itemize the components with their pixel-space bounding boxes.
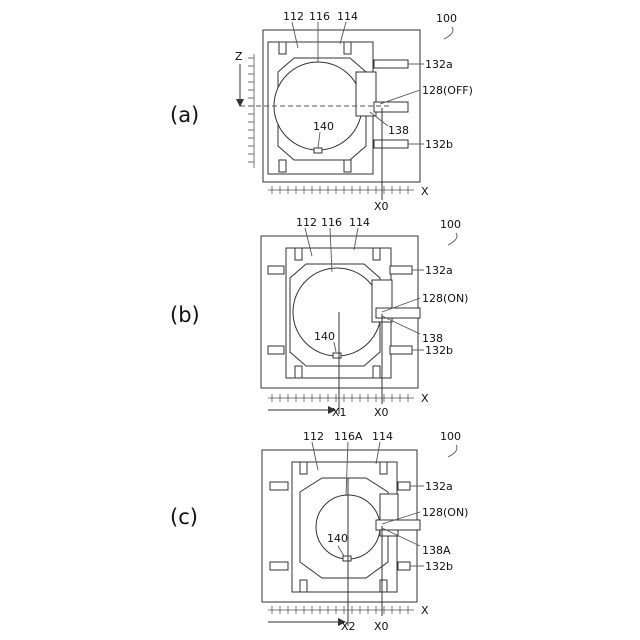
label-112-a: 112 [283, 10, 304, 23]
stop-132b-c [398, 562, 410, 570]
stop-132b-b [390, 346, 412, 354]
label-140-a: 140 [313, 120, 334, 133]
stop-132a-a [374, 60, 408, 68]
label-138-a: 138 [388, 124, 409, 137]
marker-x2-c: X2 [341, 620, 356, 633]
axis-x-label-c: X [421, 604, 429, 617]
notch-140-c [343, 556, 351, 561]
label-116A-c: 116A [334, 430, 363, 443]
notch-140-b [333, 353, 341, 358]
panel-b: (b) X X1 X0 [170, 216, 468, 419]
panel-label-a: (a) [170, 103, 199, 127]
label-132b-a: 132b [425, 138, 453, 151]
z-ticks-a [248, 58, 254, 162]
marker-x1-b: X1 [332, 406, 347, 419]
label-114-c: 114 [372, 430, 393, 443]
stop-132a-b [390, 266, 412, 274]
label-100-c: 100 [440, 430, 461, 443]
panel-a: (a) Z [170, 10, 473, 213]
label-114-b: 114 [349, 216, 370, 229]
axis-x-label-a: X [421, 185, 429, 198]
label-114-a: 114 [337, 10, 358, 23]
label-112-c: 112 [303, 430, 324, 443]
stop-132b-a [374, 140, 408, 148]
sensor-128-a [374, 102, 408, 112]
marker-x0-a: X0 [374, 200, 389, 213]
sensor-block-a [356, 72, 376, 116]
label-132a-c: 132a [425, 480, 453, 493]
label-116-b: 116 [321, 216, 342, 229]
label-132b-b: 132b [425, 344, 453, 357]
label-138A-c: 138A [422, 544, 451, 557]
label-112-b: 112 [296, 216, 317, 229]
label-116-a: 116 [309, 10, 330, 23]
label-128-c: 128(ON) [422, 506, 468, 519]
label-132b-c: 132b [425, 560, 453, 573]
label-100-b: 100 [440, 218, 461, 231]
panel-c: (c) X X2 X0 [170, 430, 468, 633]
label-100: 100 [436, 12, 457, 25]
label-140-c: 140 [327, 532, 348, 545]
label-140-b: 140 [314, 330, 335, 343]
axis-z-label: Z [235, 50, 243, 63]
panel-label-b: (b) [170, 303, 200, 327]
panel-label-c: (c) [170, 505, 198, 529]
label-132a-b: 132a [425, 264, 453, 277]
marker-x0-b: X0 [374, 406, 389, 419]
notch-140-a [314, 148, 322, 153]
label-132a-a: 132a [425, 58, 453, 71]
axis-x-label-b: X [421, 392, 429, 405]
label-128-b: 128(ON) [422, 292, 468, 305]
chuck-116-b [293, 268, 381, 356]
stop-132a-c [398, 482, 410, 490]
label-128-a: 128(OFF) [422, 84, 473, 97]
marker-x0-c: X0 [374, 620, 389, 633]
